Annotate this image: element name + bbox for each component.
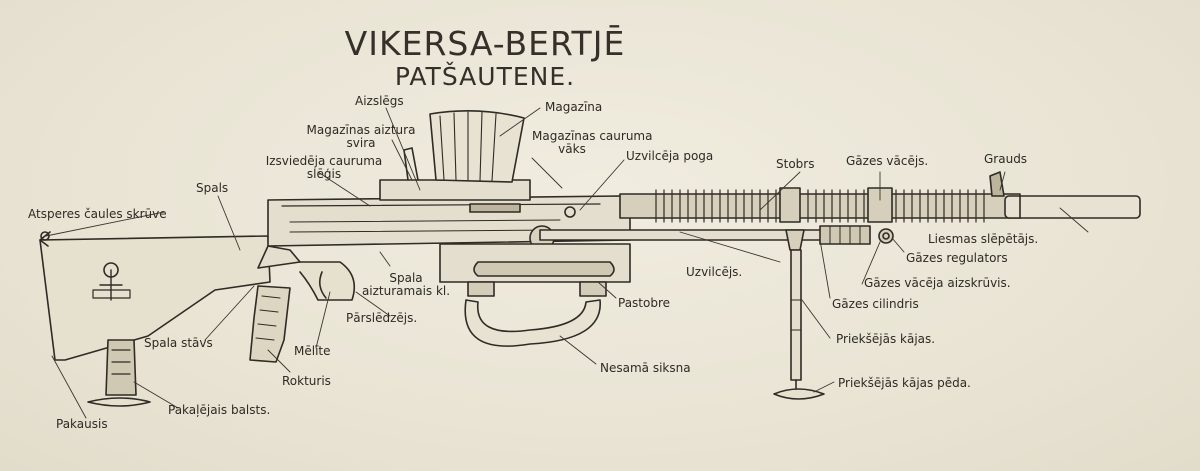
label-svira: svira xyxy=(346,136,376,150)
label-aizslegs: Aizslēgs xyxy=(355,94,404,108)
label-uzvilcejs: Uzvilcējs. xyxy=(686,265,743,279)
bipod xyxy=(773,229,825,400)
label-grauds: Grauds xyxy=(984,152,1028,166)
label-spals: Spals xyxy=(196,181,229,195)
barrel xyxy=(619,171,1141,223)
label-pakausis: Pakausis xyxy=(56,417,108,431)
label-aizturamais-kl: aizturamais kl. xyxy=(361,284,451,298)
label-spala: Spala xyxy=(389,271,423,285)
label-magazina: Magazīna xyxy=(545,100,603,114)
label-pastobre: Pastobre xyxy=(618,296,671,310)
magazine xyxy=(403,110,525,183)
label-prieksejas-kajas: Priekšējās kājas. xyxy=(836,332,936,346)
label-parsledzejs: Pārslēdzējs. xyxy=(346,311,418,325)
label-atsperes-caules-skruve: Atsperes čaules skrūve xyxy=(28,207,167,221)
label-melite: Mēlīte xyxy=(294,344,331,358)
label-pakalejais-balsts: Pakaļējais balsts. xyxy=(168,403,271,417)
label-rokturis: Rokturis xyxy=(282,374,331,388)
label-gazes-vacejs: Gāzes vācējs. xyxy=(846,154,929,168)
label-magazinas-aiztura: Magazīnas aiztura xyxy=(306,123,416,137)
trigger-guard xyxy=(299,261,356,301)
carrying-sling xyxy=(464,299,601,347)
pistol-grip xyxy=(249,285,291,363)
label-spala-stavs: Spala stāvs xyxy=(144,336,213,350)
gas-cylinder xyxy=(539,225,894,245)
label-uzvilceja-poga: Uzvilcēja poga xyxy=(626,149,714,163)
label-vaks: vāks xyxy=(558,142,586,156)
trigger xyxy=(318,271,327,299)
sight-band xyxy=(779,187,801,223)
rear-support xyxy=(87,339,151,407)
label-stobrs: Stobrs xyxy=(776,157,815,171)
leader-lines xyxy=(45,107,1089,419)
label-izsviedeja-cauruma: Izsviedēja cauruma xyxy=(265,154,383,168)
label-gazes-vaceja-aizskruvis: Gāzes vācēja aizskrūvis. xyxy=(864,276,1011,290)
label-slegis: slēģis xyxy=(306,167,342,181)
label-magazinas-cauruma: Magazīnas cauruma xyxy=(532,129,653,143)
label-prieksejas-kajas-peda: Priekšējās kājas pēda. xyxy=(838,376,971,390)
label-liesmas-slepetajs: Liesmas slēpētājs. xyxy=(928,232,1039,246)
handguard xyxy=(439,243,631,297)
label-nesama-siksna: Nesamā siksna xyxy=(600,361,691,375)
diagram-title: VIKERSA-BERTJĒ xyxy=(344,24,626,63)
label-gazes-regulators: Gāzes regulators xyxy=(906,251,1008,265)
diagram-subtitle: PATŠAUTENE. xyxy=(394,62,576,91)
label-gazes-cilindris: Gāzes cilindris xyxy=(832,297,919,311)
